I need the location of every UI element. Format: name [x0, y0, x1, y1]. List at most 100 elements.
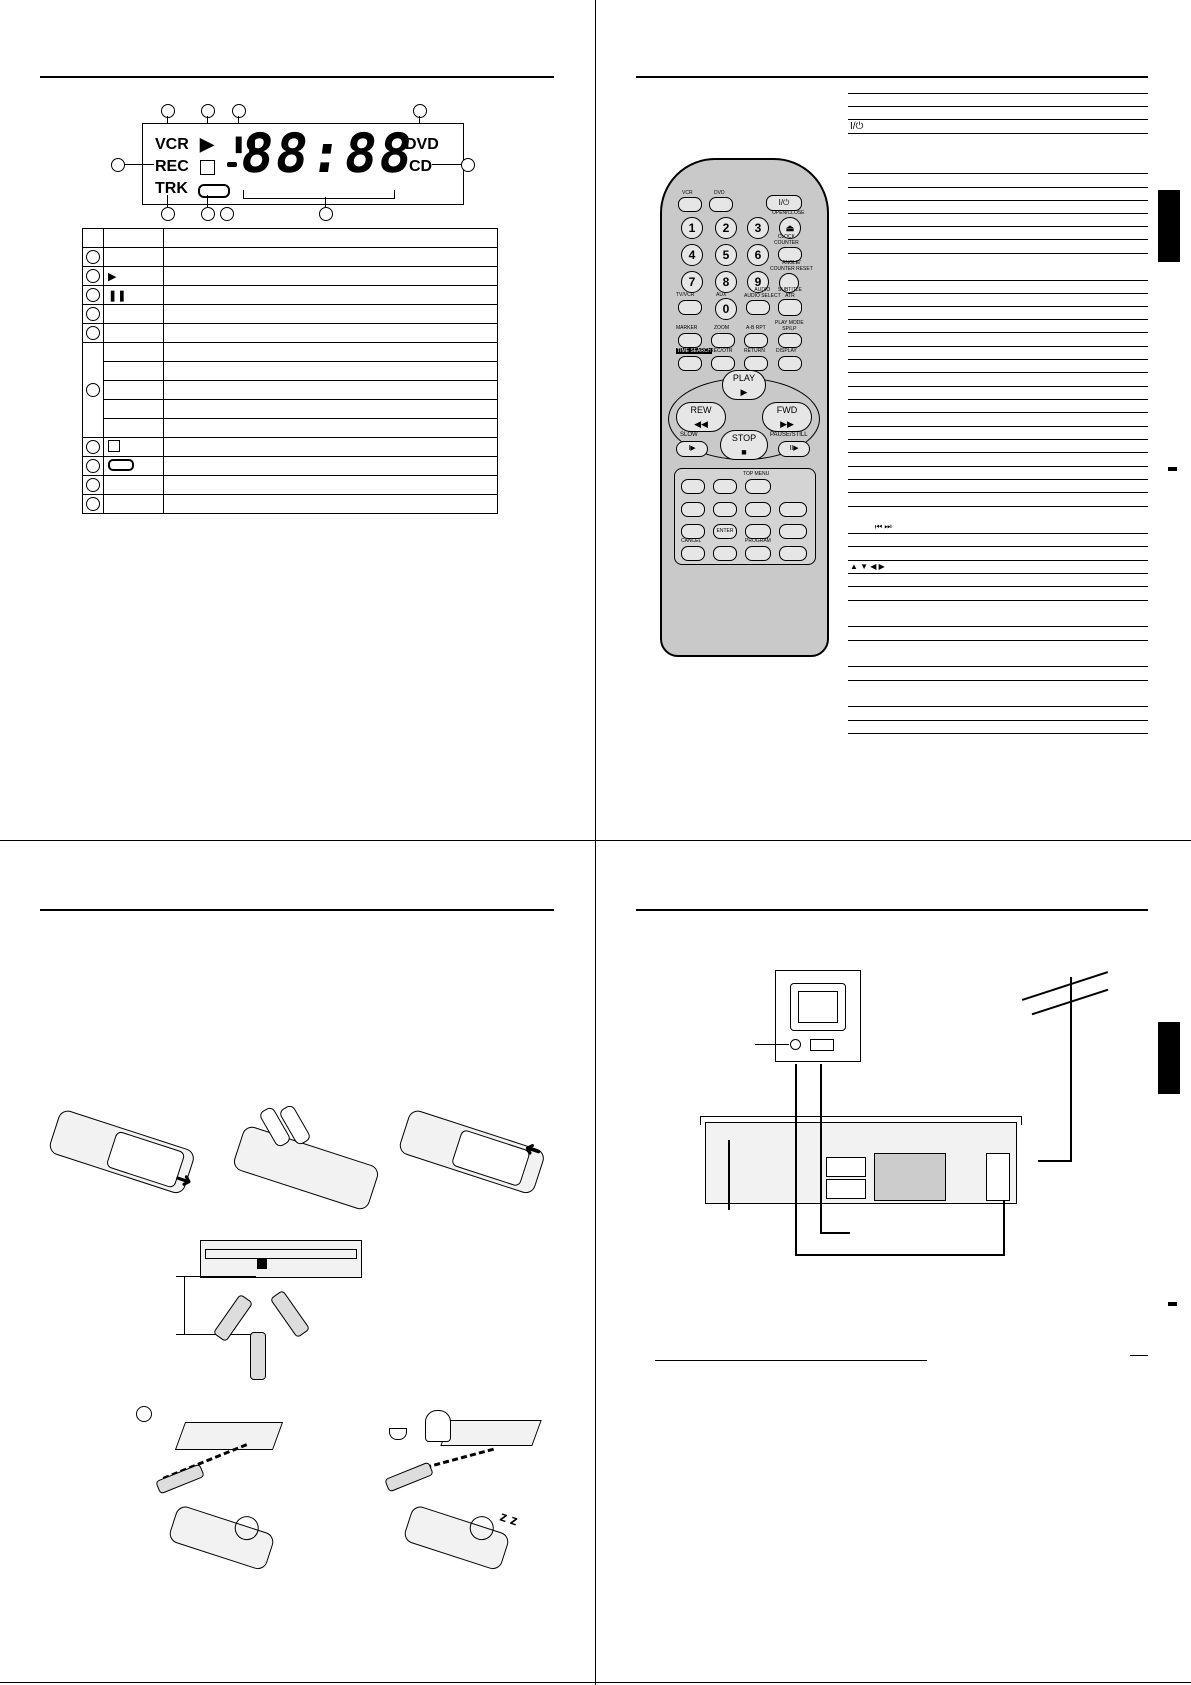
list-rule [848, 640, 1148, 641]
time-search-button[interactable] [678, 356, 702, 371]
program-button[interactable] [745, 546, 771, 561]
list-rule [848, 573, 1148, 574]
list-rule [848, 426, 1148, 427]
antenna-cable [1038, 1160, 1072, 1162]
left-arrow-button[interactable] [681, 524, 705, 539]
rf-cable [795, 1254, 1005, 1256]
top-menu-button[interactable] [745, 479, 771, 494]
leader-line [167, 116, 168, 124]
top-menu-label: TOP MENU [743, 471, 770, 477]
number-7-button[interactable]: 7 [681, 271, 703, 293]
list-rule [848, 546, 1148, 547]
row-number-circle [86, 440, 100, 454]
setup-button[interactable] [681, 502, 705, 517]
callout-7 [161, 207, 175, 221]
angle-button[interactable] [779, 273, 799, 293]
stop-button[interactable]: STOP■ [720, 430, 768, 460]
cassette-icon [108, 458, 134, 471]
play-mode-button[interactable] [778, 333, 802, 348]
vcr-button[interactable] [678, 197, 702, 212]
number-6-button[interactable]: 6 [747, 244, 769, 266]
play-button[interactable]: PLAY▶ [722, 370, 766, 400]
instant-skip-button[interactable] [779, 524, 807, 539]
leader-line [432, 164, 461, 165]
remote-small-icon [384, 1461, 434, 1493]
list-rule [848, 466, 1148, 467]
power-button[interactable]: I/⏻ [766, 195, 802, 211]
clock-counter-button[interactable] [778, 247, 802, 262]
fwd-button[interactable]: FWD▶▶ [762, 402, 812, 432]
battery-caution-1-illustration [163, 1494, 286, 1585]
jump-button[interactable] [779, 502, 807, 517]
scart-cable [820, 1064, 822, 1234]
eject-button[interactable]: ⏏ [779, 217, 801, 239]
section-tab-marker [1158, 1022, 1180, 1094]
callout-9 [220, 207, 234, 221]
ab-rpt-button[interactable] [744, 333, 768, 348]
number-3-button[interactable]: 3 [747, 217, 769, 239]
slow-button[interactable]: I▶ [676, 441, 708, 457]
rear-panel-top [700, 1116, 1022, 1125]
aux-label: AUX [716, 292, 727, 298]
edge-mark [1168, 1302, 1177, 1306]
row-number-circle [86, 459, 100, 473]
leader-line [325, 197, 326, 207]
audio-select-label: AUDIO AUDIO SELECT [744, 287, 781, 299]
skip-back-button[interactable] [681, 479, 705, 494]
cancel-button[interactable] [681, 546, 705, 561]
zoom-button[interactable] [711, 333, 735, 348]
program-label: PROGRAM [745, 538, 771, 544]
scart-cable [820, 1232, 850, 1234]
remote-small-icon [250, 1332, 266, 1380]
stop-label: STOP [731, 433, 757, 443]
audio-select-button[interactable] [746, 300, 770, 315]
number-4-button[interactable]: 4 [681, 244, 703, 266]
rec-otr-button[interactable] [711, 356, 735, 371]
number-1-button[interactable]: 1 [681, 217, 703, 239]
row-number-circle [86, 326, 100, 340]
number-8-button[interactable]: 8 [715, 271, 737, 293]
marker-button[interactable] [678, 333, 702, 348]
pause-still-button[interactable]: II▶ [778, 441, 810, 457]
table-row [82, 456, 498, 476]
subtitle-button[interactable] [778, 299, 802, 316]
display-label: DISPLAY [776, 348, 797, 354]
search-mode-button[interactable] [779, 546, 807, 561]
menu-button[interactable] [745, 502, 771, 517]
return-button[interactable] [744, 356, 768, 371]
enter-button[interactable]: ENTER [713, 524, 737, 539]
ab-rpt-label: A-B RPT [746, 325, 766, 331]
skip-forward-button[interactable] [713, 479, 737, 494]
number-9-button[interactable]: 9 [747, 271, 769, 293]
lamp-icon [136, 1406, 152, 1422]
subtitle-label: SUBTITLE ATR [778, 287, 802, 299]
display-button[interactable] [778, 356, 802, 371]
skip-symbols: ⏮ ⏭ [875, 522, 892, 531]
scart-jack-2 [826, 1179, 866, 1199]
number-2-button[interactable]: 2 [715, 217, 737, 239]
table-row [83, 361, 498, 381]
table-row [83, 399, 498, 419]
leader-line [124, 164, 154, 165]
pause-icon: ❚❚ [108, 289, 127, 302]
list-rule [848, 253, 1148, 254]
up-arrow-button[interactable] [713, 502, 737, 517]
table-row: ❚❚ [82, 285, 498, 305]
antenna-illustration [1020, 955, 1110, 1057]
timer-icon [200, 160, 215, 175]
dvd-button[interactable] [709, 197, 733, 212]
table-row [82, 494, 498, 514]
table-row [82, 247, 498, 267]
tv-vcr-button[interactable] [678, 300, 702, 315]
number-5-button[interactable]: 5 [715, 244, 737, 266]
rew-button[interactable]: REW◀◀ [676, 402, 726, 432]
list-rule [848, 306, 1148, 307]
list-rule [848, 666, 1148, 667]
list-rule [848, 492, 1148, 493]
right-arrow-button[interactable] [745, 524, 771, 539]
range-line [184, 1276, 185, 1334]
number-0-button[interactable]: 0 [715, 298, 737, 320]
minus-indicator [227, 162, 237, 167]
down-arrow-button[interactable] [713, 546, 737, 561]
display-dvd-label: DVD [405, 136, 439, 153]
